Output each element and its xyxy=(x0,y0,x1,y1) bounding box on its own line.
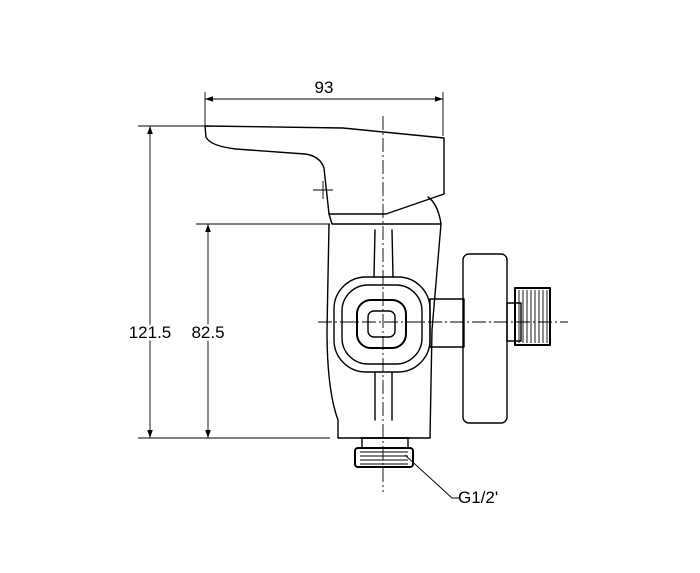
dimension-label-82-5: 82.5 xyxy=(191,323,224,342)
side-outlet xyxy=(429,253,551,424)
dimension-label-121-5: 121.5 xyxy=(129,323,172,342)
lever-handle xyxy=(204,125,445,215)
dimension-height-121-5: 121.5 xyxy=(126,125,330,439)
thread-label: G1/2' xyxy=(458,488,498,507)
valve-body xyxy=(326,223,442,439)
dimension-label-93: 93 xyxy=(315,78,334,97)
dimension-height-82-5: 82.5 xyxy=(189,223,330,438)
thread-hatching xyxy=(518,290,548,343)
thread-annotation: G1/2' xyxy=(404,454,498,507)
dimension-width-93: 93 xyxy=(204,78,444,136)
center-lines xyxy=(318,116,568,492)
diverter-knob xyxy=(333,229,431,421)
bottom-outlet xyxy=(354,437,414,468)
